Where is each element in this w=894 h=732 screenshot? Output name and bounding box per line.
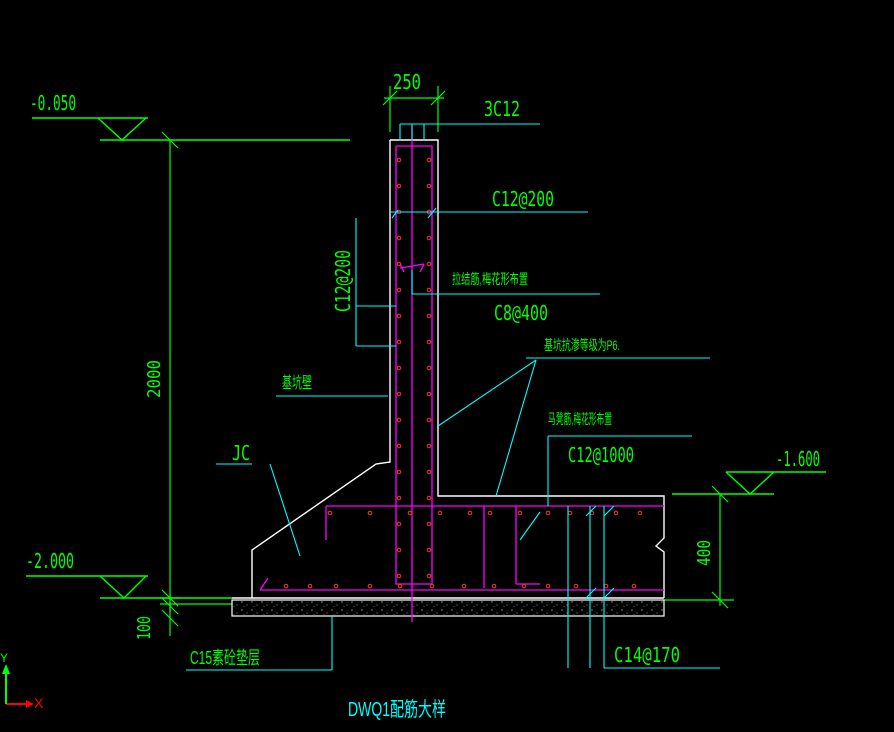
chair-note-label: 马凳筋,梅花形布置 xyxy=(548,411,612,427)
rebar-point xyxy=(396,365,402,371)
rebar-point xyxy=(426,287,432,293)
jc-label: JC xyxy=(232,441,250,465)
rebar-point xyxy=(396,573,402,579)
rebar-point xyxy=(426,443,432,449)
rebar-point xyxy=(396,391,402,397)
elevation-bottom-text: -2.000 xyxy=(26,549,74,573)
elevation-marker-top xyxy=(32,117,350,141)
dimension-cushion-text: 100 xyxy=(134,616,155,640)
dimension-wall-height-text: 2000 xyxy=(144,360,165,398)
rebar-point xyxy=(631,583,637,589)
ucs-y-label: Y xyxy=(0,651,8,665)
tie-bars-label: C8@400 xyxy=(494,301,548,325)
elevation-marker-bottom xyxy=(26,575,232,599)
rebar-point xyxy=(396,495,402,501)
rebar-point xyxy=(426,365,432,371)
rebar-point xyxy=(426,313,432,319)
top-bars-label: 3C12 xyxy=(484,97,520,121)
rebar-point xyxy=(426,157,432,163)
rebar-point xyxy=(461,583,467,589)
elevation-marker-right xyxy=(672,471,826,495)
tie-note-label: 拉结筋,梅花形布置 xyxy=(452,271,528,287)
dimension-wall-width-text: 250 xyxy=(393,70,421,94)
rebar-point xyxy=(396,261,402,267)
cushion-layer-label: C15素砼垫层 xyxy=(190,648,260,668)
bottom-bars-label: C14@170 xyxy=(614,643,680,667)
dimension-cushion xyxy=(160,594,180,636)
cushion-layer xyxy=(231,599,665,617)
rebar-point xyxy=(396,235,402,241)
rebar-point xyxy=(426,235,432,241)
rebar-point xyxy=(437,510,443,516)
elevation-right-text: -1.600 xyxy=(776,447,820,471)
rebar-point xyxy=(396,521,402,527)
rebar-point xyxy=(573,583,579,589)
dimension-base-height xyxy=(664,485,734,609)
rebar-point xyxy=(426,417,432,423)
rebar-point xyxy=(613,510,619,516)
rebar-point xyxy=(426,183,432,189)
rebar-point xyxy=(396,417,402,423)
rebar-point xyxy=(396,443,402,449)
rebar-point xyxy=(567,510,573,516)
rebar-point xyxy=(545,583,551,589)
dimension-base-height-text: 400 xyxy=(694,540,715,566)
dimension-wall-height xyxy=(160,131,232,615)
top-bars-group xyxy=(399,123,540,140)
rebar-point-group xyxy=(283,157,643,589)
rebar-point xyxy=(367,510,373,516)
wall-vertical-bars-label: C12@200 xyxy=(331,250,355,312)
chair-bars-label: C12@1000 xyxy=(568,443,634,467)
rebar-point xyxy=(426,391,432,397)
rebar-point xyxy=(327,510,333,516)
rebar-point xyxy=(467,510,473,516)
rebar-point xyxy=(396,157,402,163)
wall-horizontal-bars-label: C12@200 xyxy=(492,187,554,211)
rebar-point xyxy=(603,583,609,589)
ucs-axis-icon xyxy=(2,664,34,708)
leader-lines xyxy=(186,207,720,671)
rebar-point xyxy=(396,287,402,293)
rebar-point xyxy=(426,547,432,553)
waterproof-note-label: 基坑抗渗等级为P6. xyxy=(544,337,620,353)
rebar-point xyxy=(396,547,402,553)
rebar-point xyxy=(333,583,339,589)
rebar-point xyxy=(283,583,289,589)
pit-wall-label: 基坑壁 xyxy=(282,373,312,392)
rebar-point xyxy=(637,510,643,516)
rebar-point xyxy=(396,183,402,189)
rebar-point xyxy=(429,583,435,589)
rebar-point xyxy=(545,510,551,516)
rebar-point xyxy=(396,313,402,319)
rebar-point xyxy=(307,583,313,589)
rebar-point xyxy=(407,510,413,516)
rebar-point xyxy=(426,573,432,579)
rebar-point xyxy=(517,510,523,516)
rebar-point xyxy=(521,583,527,589)
retaining-wall-outline xyxy=(232,139,665,599)
rebar-point xyxy=(396,469,402,475)
rebar-point xyxy=(426,469,432,475)
rebar-point xyxy=(491,583,497,589)
rebar-point xyxy=(367,583,373,589)
drawing-title: DWQ1配筋大样 xyxy=(348,698,446,721)
ucs-x-label: X xyxy=(34,695,44,711)
elevation-top-text: -0.050 xyxy=(30,91,76,115)
rebar-point xyxy=(426,521,432,527)
rebar-point xyxy=(396,339,402,345)
rebar-point xyxy=(426,339,432,345)
rebar-cage xyxy=(259,126,664,622)
rebar-point xyxy=(426,261,432,267)
rebar-point xyxy=(426,495,432,501)
rebar-point xyxy=(487,510,493,516)
rebar-point xyxy=(397,583,403,589)
